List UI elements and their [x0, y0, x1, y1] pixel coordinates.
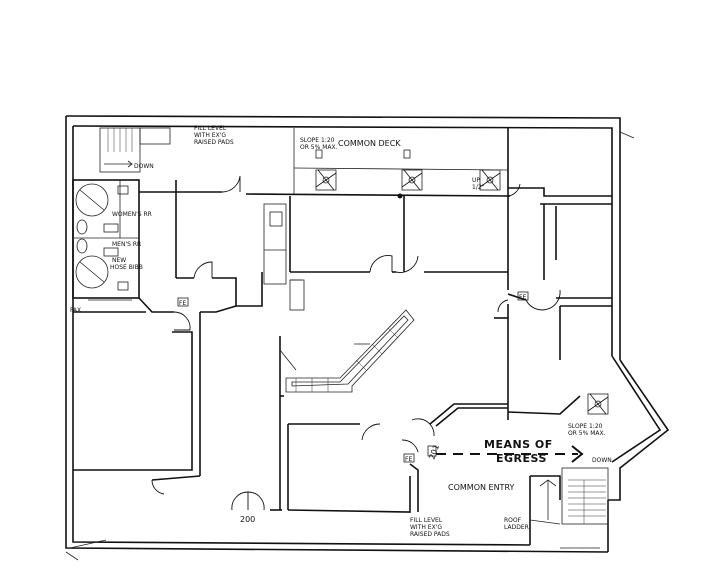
slope-top-label-1: SLOPE 1:20 [300, 137, 335, 144]
slope-top-label-2: OR 5% MAX. [300, 144, 338, 151]
door-swings [151, 175, 561, 511]
fe-left-label: FE [179, 300, 186, 307]
restrooms: WOMEN'S RR MEN'S RR NEW HOSE BIBB FAX [70, 179, 152, 314]
common-deck-label: COMMON DECK [338, 139, 401, 148]
fill-bottom-label-3: RAISED PADS [410, 531, 450, 538]
top-left-stair [99, 127, 171, 173]
fill-bottom-label-2: WITH EX'G [410, 524, 442, 531]
roof-label: ROOF [504, 517, 522, 524]
fax-label: FAX [70, 307, 81, 314]
down-right-label: DOWN [592, 457, 612, 464]
up-deck-step-label: 1/2" [472, 184, 485, 191]
hose-bibb-label: HOSE BIBB [110, 264, 143, 271]
up-deck-label: UP [472, 177, 480, 184]
fill-top-label-3: RAISED PADS [194, 139, 234, 146]
slope-right-label-1: SLOPE 1:20 [568, 423, 603, 430]
egress-label: EGRESS [496, 452, 547, 465]
egress-arrow [427, 445, 584, 463]
bottom-right-stair [529, 467, 609, 549]
womens-rr-label: WOMEN'S RR [112, 211, 152, 218]
common-entry-label: COMMON ENTRY [448, 483, 514, 492]
door-200-label: 200 [240, 515, 255, 524]
ladder-label: LADDER [504, 524, 529, 531]
means-of-label: MEANS OF [484, 438, 553, 451]
fe-mid-label: FE [405, 456, 412, 463]
fan-fixtures [315, 149, 609, 415]
fe-right-label: FE [519, 294, 526, 301]
mens-rr-label: MEN'S RR [112, 241, 141, 248]
fill-top-label-2: WITH EX'G [194, 132, 226, 139]
fill-bottom-label-1: FILL LEVEL [410, 517, 443, 524]
plan-labels: COMMON DECK SLOPE 1:20 OR 5% MAX. FILL L… [134, 125, 612, 538]
fill-top-label-1: FILL LEVEL [194, 125, 227, 132]
fe-tags: FE FE FE [177, 291, 529, 463]
slope-right-label-2: OR 5% MAX. [568, 430, 606, 437]
down-top-label: DOWN [134, 163, 154, 170]
angled-counter [279, 309, 415, 393]
interior-walls [73, 128, 612, 545]
exterior-walls [65, 115, 670, 561]
new-label: NEW [112, 257, 126, 264]
